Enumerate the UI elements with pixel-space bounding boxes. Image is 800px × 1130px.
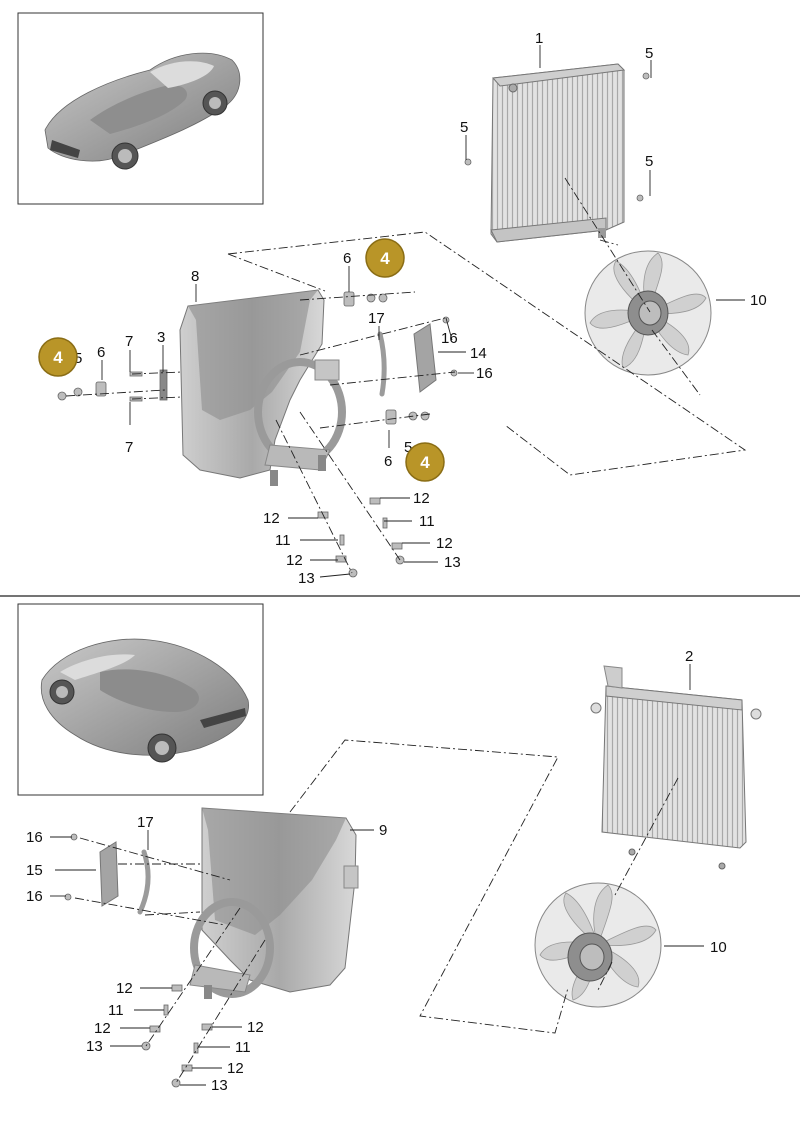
callout-washer-left-b-lower: 12 (94, 1020, 111, 1037)
callout-stud-left-lower: 11 (108, 1002, 124, 1019)
callout-bolt-lower: 7 (125, 439, 133, 456)
highlight-badge-bottom[interactable]: 4 (405, 442, 445, 482)
shroud-part-lower (189, 807, 359, 999)
vehicle-thumbnail-upper (17, 12, 264, 205)
callout-leaders-lower (50, 664, 704, 1086)
callout-washer-right-b-lower: 12 (227, 1060, 244, 1077)
callout-fan-upper: 10 (750, 292, 767, 309)
hose-part (377, 331, 387, 397)
badge-label: 4 (380, 249, 390, 268)
callout-nut-right-lower: 13 (211, 1077, 228, 1094)
callout-clip-top-upper: 16 (441, 330, 458, 347)
callout-nut-left-upper: 13 (298, 570, 315, 587)
callout-washer-right-a-upper: 12 (413, 490, 430, 507)
callout-clip-top-lower: 16 (26, 829, 43, 846)
callout-nut-right-upper: 13 (444, 554, 461, 571)
callout-shroud-lower: 9 (379, 822, 387, 839)
callouts-lower: 2 9 10 16 15 16 17 12 11 12 13 12 11 12 … (26, 648, 727, 1094)
callout-damper-left: 6 (97, 344, 105, 361)
callout-washer-left-b-upper: 12 (286, 552, 303, 569)
callout-leaders-upper (101, 45, 745, 578)
callout-washer-left-a-upper: 12 (263, 510, 280, 527)
badge-label: 4 (420, 453, 430, 472)
callout-damper-bottom: 6 (384, 453, 392, 470)
callout-screw-shroud-bottom: 5 (404, 439, 412, 456)
radiator-part (490, 63, 626, 243)
callout-nut-left-lower: 13 (86, 1038, 103, 1055)
upper-panel: 1 5 5 5 10 8 6 5 17 16 14 16 7 7 3 6 5 6… (17, 12, 767, 587)
leader-lines-upper (65, 177, 747, 574)
badge-label: 4 (53, 348, 63, 367)
callout-damper-top: 6 (343, 250, 351, 267)
callout-stud-left-upper: 11 (275, 532, 291, 549)
callout-screw-right: 5 (645, 153, 653, 170)
fan-part-lower (534, 882, 662, 1008)
callout-stud-right-lower: 11 (235, 1039, 251, 1056)
fan-part-upper (584, 250, 712, 376)
shroud-part-upper (179, 289, 346, 486)
hose-part-lower (137, 849, 151, 915)
highlight-badge-top[interactable]: 4 (365, 238, 405, 278)
callout-screw-top-right: 5 (645, 45, 653, 62)
callout-bracket: 3 (157, 329, 165, 346)
callout-cover-plate-upper: 14 (470, 345, 487, 362)
callout-fan-lower: 10 (710, 939, 727, 956)
callout-stud-right-upper: 11 (419, 513, 435, 530)
callout-shroud-upper: 8 (191, 268, 199, 285)
callout-screw-left: 5 (460, 119, 468, 136)
callout-hose-upper: 17 (368, 310, 385, 327)
callout-screw-shroud-left: 5 (74, 350, 82, 367)
condenser-part (590, 665, 762, 870)
lower-panel: 2 9 10 16 15 16 17 12 11 12 13 12 11 12 … (17, 603, 762, 1094)
callout-cover-plate-lower: 15 (26, 862, 43, 879)
callout-washer-right-a-lower: 12 (247, 1019, 264, 1036)
callout-washer-right-b-upper: 12 (436, 535, 453, 552)
callout-hose-lower: 17 (137, 814, 154, 831)
cover-plate-part-lower (99, 841, 119, 907)
leader-lines-lower (74, 739, 679, 1084)
callout-bolt-upper: 7 (125, 333, 133, 350)
highlight-badge-left[interactable]: 4 (38, 337, 78, 377)
hardware-lower (64, 833, 213, 1088)
callout-clip-bottom-lower: 16 (26, 888, 43, 905)
callout-radiator: 1 (535, 30, 543, 47)
callout-clip-bottom-upper: 16 (476, 365, 493, 382)
callout-condenser: 2 (685, 648, 693, 665)
cover-plate-part (413, 323, 437, 393)
callouts-upper: 1 5 5 5 10 8 6 5 17 16 14 16 7 7 3 6 5 6… (74, 30, 767, 587)
vehicle-thumbnail-lower (17, 603, 264, 796)
callout-washer-left-a-lower: 12 (116, 980, 133, 997)
